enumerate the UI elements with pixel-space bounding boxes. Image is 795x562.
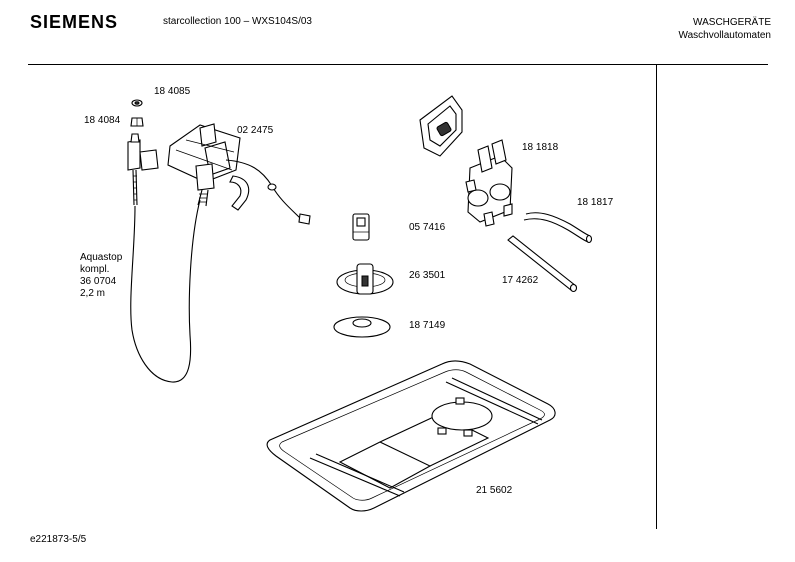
brand-logo: SIEMENS	[30, 12, 119, 32]
disc-part	[333, 316, 391, 338]
connector-part	[352, 213, 370, 241]
part-label-022475: 02 2475	[237, 125, 274, 136]
category-label: WASCHGERÄTE Waschvollautomaten	[679, 16, 771, 42]
curved-hose-part	[523, 212, 593, 244]
aquastop-hose	[127, 133, 201, 383]
category-line-1: WASCHGERÄTE	[693, 17, 771, 28]
aquastop-note: Aquastop kompl. 36 0704 2,2 m	[80, 252, 122, 300]
part-label-174262: 17 4262	[502, 275, 539, 286]
aquastop-line-3: 36 0704	[80, 276, 117, 287]
nut-part	[130, 117, 144, 127]
category-line-2: Waschvollautomaten	[678, 30, 771, 41]
aquastop-line-4: 2,2 m	[80, 288, 106, 299]
base-tray-part	[266, 360, 556, 512]
valve-cover-part	[419, 95, 463, 157]
part-label-187149: 18 7149	[409, 320, 446, 331]
aquastop-line-1: Aquastop	[80, 252, 123, 263]
document-id: e221873-5/5	[30, 534, 87, 545]
part-label-181818: 18 1818	[522, 142, 559, 153]
part-label-184084: 18 4084	[84, 115, 121, 126]
model-title: starcollection 100 – WXS104S/03	[163, 16, 312, 27]
part-label-263501: 26 3501	[409, 270, 446, 281]
header-divider	[28, 64, 768, 65]
part-label-181817: 18 1817	[577, 197, 614, 208]
part-label-184085: 18 4085	[154, 86, 191, 97]
straight-hose-part	[507, 235, 578, 293]
part-label-057416: 05 7416	[409, 222, 446, 233]
side-divider	[656, 64, 657, 529]
inlet-valve-part	[167, 123, 311, 225]
aquastop-line-2: kompl.	[80, 264, 110, 275]
part-label-215602: 21 5602	[476, 485, 513, 496]
double-valve-part	[465, 139, 513, 227]
washer-part	[131, 99, 143, 107]
float-switch-part	[336, 263, 394, 295]
